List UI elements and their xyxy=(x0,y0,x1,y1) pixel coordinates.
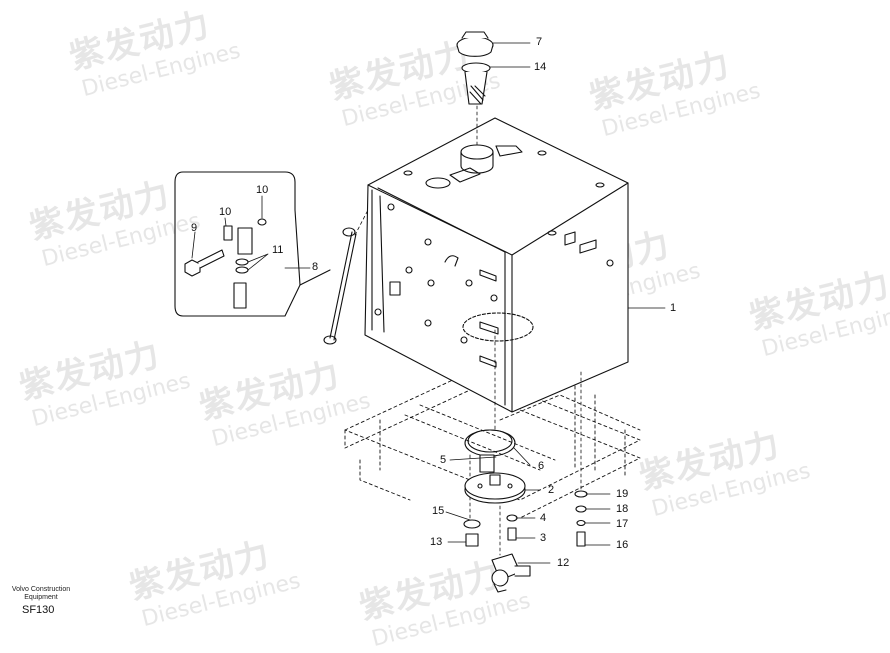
callout-14: 13 xyxy=(430,536,443,548)
callout-16: 16 xyxy=(616,539,629,551)
publisher-line2: Equipment xyxy=(24,594,58,601)
callout-2: 2 xyxy=(548,484,555,496)
callout-15: 15 xyxy=(432,505,445,517)
callout-17: 17 xyxy=(616,518,629,530)
callout-4: 4 xyxy=(540,512,547,524)
publisher-line1: Volvo Construction xyxy=(11,586,71,593)
drawing-code: SF130 xyxy=(22,604,55,616)
parts-diagram xyxy=(174,31,666,593)
callout-3: 3 xyxy=(540,532,547,544)
frame-outline xyxy=(344,371,641,519)
callout-10b: 10 xyxy=(256,184,269,196)
hydraulic-tank xyxy=(364,117,629,413)
publisher-label: Volvo Construction Equipment xyxy=(6,586,76,602)
callout-9: 9 xyxy=(191,222,198,234)
callout-6: 6 xyxy=(538,460,545,472)
callout-5: 5 xyxy=(440,454,447,466)
callout-19: 19 xyxy=(616,488,629,500)
callout-18: 18 xyxy=(616,503,629,515)
level-gauge xyxy=(323,227,357,345)
callout-7: 7 xyxy=(536,36,543,48)
callout-12: 14 xyxy=(534,61,547,73)
callout-13: 12 xyxy=(557,557,570,569)
detail-inset xyxy=(174,171,301,317)
strainer xyxy=(461,62,491,105)
callout-1: 1 xyxy=(670,302,677,314)
callout-8: 8 xyxy=(312,261,319,273)
callout-11: 11 xyxy=(272,244,284,256)
filler-cap xyxy=(456,31,494,57)
callout-10a: 10 xyxy=(219,206,232,218)
